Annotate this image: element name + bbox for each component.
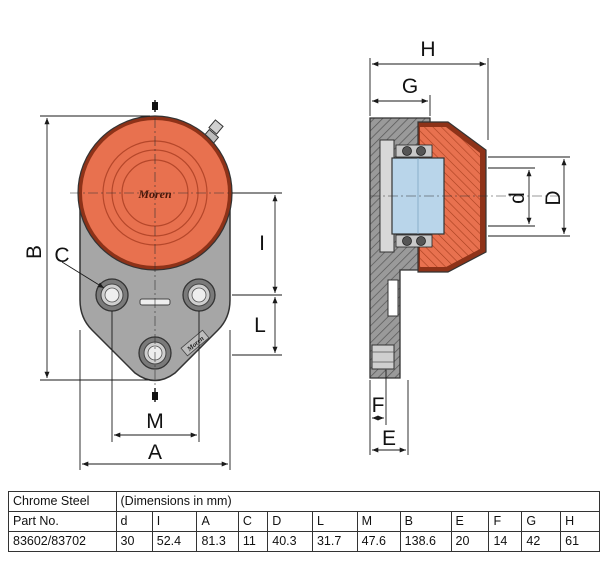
material-label: Chrome Steel: [8, 491, 117, 512]
value-cell: 138.6: [399, 531, 452, 552]
insert-logo: Moren: [137, 187, 172, 201]
dim-label-i: I: [259, 232, 265, 255]
col-header: M: [356, 511, 401, 532]
units-note: (Dimensions in mm): [115, 491, 600, 512]
table-column-row: Part No. d I A C D L M B E F G H: [8, 511, 600, 532]
col-header: I: [151, 511, 198, 532]
col-header: H: [560, 511, 600, 532]
col-header: L: [311, 511, 358, 532]
front-dimensions: [40, 115, 282, 470]
col-header: E: [450, 511, 490, 532]
side-section-view: [369, 117, 560, 379]
value-cell: 47.6: [356, 531, 401, 552]
table-row: 83602/83702 30 52.4 81.3 11 40.3 31.7 47…: [8, 531, 600, 552]
col-header: F: [488, 511, 523, 532]
table-header-row: Chrome Steel (Dimensions in mm): [8, 491, 600, 512]
dimensions-table: Chrome Steel (Dimensions in mm) Part No.…: [8, 491, 600, 552]
bolt-hole-left: [95, 278, 129, 312]
value-cell: 20: [450, 531, 490, 552]
col-header: C: [237, 511, 269, 532]
value-cell: 31.7: [311, 531, 358, 552]
col-header: G: [521, 511, 562, 532]
bolt-hole-right: [182, 278, 216, 312]
front-view: Moren Moren: [70, 100, 242, 402]
col-header: D: [267, 511, 313, 532]
value-cell: 40.3: [267, 531, 313, 552]
dim-label-l: L: [254, 314, 266, 337]
dim-label-h: H: [420, 38, 435, 61]
col-header: B: [399, 511, 452, 532]
dim-label-m: M: [146, 410, 164, 433]
dim-label-a: A: [148, 441, 162, 464]
dim-label-g: G: [402, 75, 418, 98]
value-cell: 61: [560, 531, 600, 552]
value-cell: 42: [521, 531, 562, 552]
value-cell: 52.4: [151, 531, 198, 552]
value-cell: 11: [237, 531, 269, 552]
part-number: 83602/83702: [8, 531, 117, 552]
side-dimensions: [369, 58, 570, 455]
dim-label-f: F: [372, 394, 385, 417]
dim-label-b: B: [23, 245, 46, 259]
value-cell: 14: [488, 531, 523, 552]
bearing-technical-drawing: Moren Moren: [23, 38, 570, 470]
dim-label-d-small: d: [506, 192, 529, 204]
value-cell: 81.3: [196, 531, 239, 552]
ball-elements: [395, 144, 433, 248]
col-header: d: [115, 511, 153, 532]
part-no-label: Part No.: [8, 511, 117, 532]
dim-label-e: E: [382, 427, 396, 450]
value-cell: 30: [115, 531, 153, 552]
dim-label-c: C: [54, 244, 69, 267]
col-header: A: [196, 511, 239, 532]
dim-label-d-large: D: [542, 190, 565, 205]
